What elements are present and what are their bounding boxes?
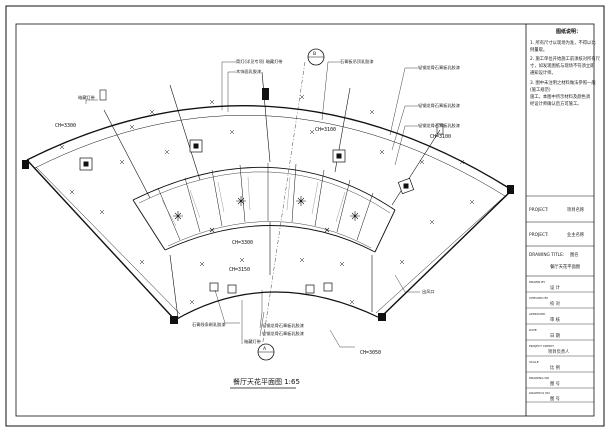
note-line-5: 通知设计师。: [530, 69, 556, 76]
ch-left: CH=3300: [55, 123, 76, 129]
callout-right-mid: 轻钢龙骨石膏板乳胶漆: [418, 122, 460, 129]
drawing-title-value: 图名: [570, 251, 579, 258]
coffer-left-edge: [132, 199, 166, 251]
title-block: [525, 24, 594, 416]
radial-beams: [103, 71, 441, 319]
left-wall-inner: [35, 166, 181, 315]
callout-top-right-a: 轻钢龙骨石膏板乳胶漆: [418, 64, 460, 71]
ch-mid: CH=3300: [232, 240, 253, 246]
note-line-9: 经设计师确认后方可施工。: [530, 100, 582, 107]
outer-arc-inner: [34, 115, 506, 197]
left-wall: [26, 159, 176, 321]
note-line-8: 施工。本图中所示材料及颜色须: [530, 93, 591, 100]
row-value-date: 日 期: [550, 333, 560, 339]
row-label-approved: APPROVED: [529, 312, 546, 316]
row-label-scale: SCALE: [529, 360, 539, 364]
axis-label-top: B: [313, 51, 316, 57]
axis-label-bottom: A: [263, 346, 267, 352]
callout-top-left-b: 木饰面乳胶漆: [236, 68, 261, 75]
drawing-title: 餐厅天花平面图 1:65: [233, 377, 300, 386]
project-value: 项目名称: [567, 206, 585, 213]
glass-hatch: [161, 176, 346, 227]
callout-bottom-mid-c: 暗藏灯带: [244, 338, 261, 345]
column-pads: [99, 89, 444, 135]
leader-lines: [85, 61, 420, 348]
drawing-title-label: DRAWING TITLE:: [529, 252, 564, 258]
right-wall: [379, 189, 513, 319]
glass-panel-dividers: [157, 163, 374, 241]
callout-top-center: 石膏板吊顶乳胶漆: [340, 58, 374, 65]
project2-value: 业主名称: [567, 231, 585, 238]
callout-bottom-mid-a: 轻钢龙骨石膏板乳胶漆: [262, 322, 304, 329]
coffer-right-edge: [374, 209, 396, 253]
coffer-outer-arc-2: [138, 171, 391, 214]
callout-left: 暗藏灯带: [78, 94, 95, 101]
row-label-date: DATE: [529, 328, 537, 332]
star-lights: [173, 196, 360, 233]
drawing-frame: [15, 23, 595, 417]
row-value-checked: 校 对: [550, 300, 561, 307]
row-value-scale: 比 例: [550, 364, 560, 371]
ceiling-plan: [22, 61, 514, 349]
project-label: PROJECT:: [529, 207, 549, 213]
row-label-drawn: DRAWN BY: [529, 280, 545, 284]
ch-upper-center: CH=3100: [315, 127, 336, 133]
row-value-drawn: 设 计: [550, 284, 561, 291]
row-label-graphics-no: GRAPHICS NO: [529, 391, 550, 395]
drawing-title-main: 餐厅天花平面图: [550, 263, 580, 270]
sheet-border: [5, 5, 605, 427]
row-label-credit: PROJECT CREDIT: [529, 344, 554, 348]
ch-bottom-right: CH=3050: [360, 350, 381, 356]
row-value-approved: 审 核: [550, 316, 561, 323]
note-line-6: 3. 图中未注明之材料做法参照一般: [530, 79, 596, 86]
callout-top-right-b: 轻钢龙骨石膏板乳胶漆: [418, 102, 460, 109]
note-line-2: 例量取。: [530, 46, 547, 53]
right-wall-inner: [375, 195, 506, 314]
callout-bottom-right: 出风口: [422, 288, 435, 295]
inner-arc-wall: [174, 291, 381, 321]
ch-lower: CH=3150: [229, 267, 250, 273]
note-line-4: 寸，如发现图纸与现场不符须立即: [530, 62, 594, 69]
project2-label: PROJECT:: [529, 232, 549, 238]
note-line-3: 2. 施工单位开始施工前须核对所有尺: [530, 55, 601, 62]
coffer-outer-arc: [132, 166, 396, 211]
note-line-1: 1. 所有尺寸以现场为准，不得以比: [530, 39, 596, 46]
callout-bottom-left: 石膏线条刷乳胶漆: [192, 321, 226, 328]
ch-right: CH=3100: [430, 134, 451, 140]
axis-marker-top: B: [307, 48, 325, 66]
callouts: 筒灯(详见专项) 暗藏灯带 木饰面乳胶漆 暗藏灯带 石膏板吊顶乳胶漆 轻钢龙骨石…: [78, 58, 460, 345]
title-block-text: 图纸说明： 1. 所有尺寸以现场为准，不得以比 例量取。 2. 施工单位开始施工…: [529, 28, 601, 402]
row-value-drawing-no: 图 号: [550, 381, 560, 387]
outer-arc-wall: [26, 105, 513, 191]
axis-marker-bottom: A: [257, 343, 275, 361]
notes-title: 图纸说明：: [556, 28, 581, 35]
columns: [22, 88, 514, 324]
center-axis: [261, 61, 306, 349]
row-label-checked: CHECKED BY: [529, 296, 548, 300]
callout-top-left-a: 筒灯(详见专项) 暗藏灯带: [236, 58, 282, 65]
row-value-graphics-no: 图 号: [550, 396, 560, 402]
ceiling-height-labels: CH=3300 CH=3100 CH=3100 CH=3300 CH=3150 …: [55, 123, 451, 356]
note-line-7: (施工规范): [530, 86, 551, 93]
coffer-inner-arc-2: [167, 221, 372, 249]
coffer-inner-arc: [164, 225, 376, 253]
callout-bottom-mid-b: 轻钢龙骨石膏板乳胶漆: [262, 330, 304, 337]
row-label-drawing-no: DRAWING NO: [529, 376, 550, 380]
feature-lights: [79, 139, 415, 294]
downlights: [59, 94, 475, 305]
row-value-credit: 项目负责人: [548, 348, 570, 355]
